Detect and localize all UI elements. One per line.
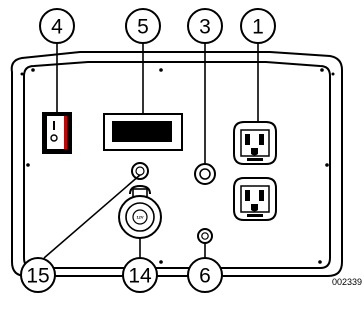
callout-3: 3 [187, 8, 223, 44]
svg-text:3: 3 [199, 16, 211, 39]
svg-text:14: 14 [128, 265, 152, 288]
svg-text:6: 6 [199, 265, 211, 288]
outlet-bottom [233, 177, 277, 221]
svg-text:5: 5 [137, 16, 149, 39]
small-jack [197, 228, 213, 244]
outlet-top [233, 121, 277, 165]
callout-5: 5 [125, 8, 161, 44]
svg-text:15: 15 [26, 265, 49, 288]
callout-14: 14 [122, 257, 158, 293]
small-button [131, 162, 149, 180]
socket-label: 12V [136, 215, 143, 220]
callout-15: 15 [20, 257, 56, 293]
indicator-lamp [194, 163, 216, 185]
callout-6: 6 [187, 257, 223, 293]
callout-4: 4 [39, 8, 75, 44]
switch-accent [64, 116, 67, 149]
panel-plate [23, 61, 331, 269]
display-window [103, 113, 183, 151]
leader-lines [43, 43, 259, 259]
rocker-switch [42, 112, 72, 154]
figure-id: 002339 [332, 277, 362, 287]
callout-1: 1 [240, 8, 276, 44]
12v-socket: 12V [118, 184, 162, 239]
svg-text:1: 1 [252, 16, 264, 39]
svg-text:4: 4 [51, 16, 63, 39]
